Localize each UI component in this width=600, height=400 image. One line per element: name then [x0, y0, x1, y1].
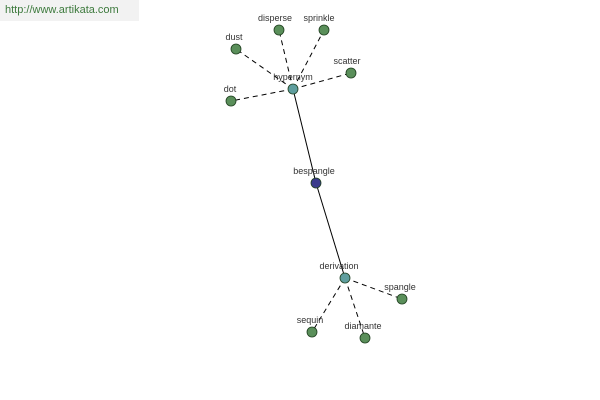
node-diamante[interactable]: diamante [344, 321, 382, 344]
node-label-hypernym: hypernym [273, 72, 313, 82]
node-circle-scatter[interactable] [345, 67, 357, 79]
node-circle-diamante[interactable] [359, 332, 371, 344]
node-circle-dot[interactable] [225, 95, 237, 107]
edge-derivation-diamante [344, 277, 366, 339]
node-circle-disperse[interactable] [273, 24, 285, 36]
node-circle-hypernym[interactable] [287, 83, 299, 95]
edge-hypernym-bespangle [292, 88, 317, 184]
node-label-diamante: diamante [344, 321, 381, 331]
node-scatter[interactable]: scatter [333, 56, 361, 79]
node-bespangle[interactable]: bespangle [293, 166, 335, 189]
node-hypernym[interactable]: hypernym [273, 72, 313, 95]
edge-hypernym-scatter [292, 72, 352, 90]
node-dust[interactable]: dust [225, 32, 243, 55]
edge-bespangle-derivation [315, 182, 346, 279]
node-label-sequin: sequin [297, 315, 324, 325]
edge-hypernym-sprinkle [292, 29, 325, 90]
nodes-layer: hypernym bespangle derivation dust disperse s… [224, 13, 416, 344]
node-label-dust: dust [225, 32, 243, 42]
node-circle-sequin[interactable] [306, 326, 318, 338]
node-label-sprinkle: sprinkle [303, 13, 334, 23]
node-disperse[interactable]: disperse [258, 13, 292, 36]
edge-hypernym-dot [230, 88, 294, 102]
node-circle-derivation[interactable] [339, 272, 351, 284]
node-circle-dust[interactable] [230, 43, 242, 55]
node-spangle[interactable]: spangle [384, 282, 416, 305]
node-sequin[interactable]: sequin [297, 315, 324, 338]
node-sprinkle[interactable]: sprinkle [303, 13, 335, 36]
node-circle-sprinkle[interactable] [318, 24, 330, 36]
node-label-disperse: disperse [258, 13, 292, 23]
edges-layer [230, 29, 403, 339]
node-derivation[interactable]: derivation [319, 261, 359, 284]
edge-derivation-spangle [344, 277, 403, 300]
node-label-dot: dot [224, 84, 237, 94]
node-label-derivation: derivation [319, 261, 358, 271]
watermark-url: http://www.artikata.com [0, 0, 139, 21]
node-circle-spangle[interactable] [396, 293, 408, 305]
edge-derivation-sequin [311, 277, 346, 333]
node-label-scatter: scatter [333, 56, 360, 66]
node-label-bespangle: bespangle [293, 166, 335, 176]
node-circle-bespangle[interactable] [310, 177, 322, 189]
edge-hypernym-disperse [278, 29, 294, 90]
edge-hypernym-dust [235, 48, 294, 90]
node-dot[interactable]: dot [224, 84, 237, 107]
node-label-spangle: spangle [384, 282, 416, 292]
